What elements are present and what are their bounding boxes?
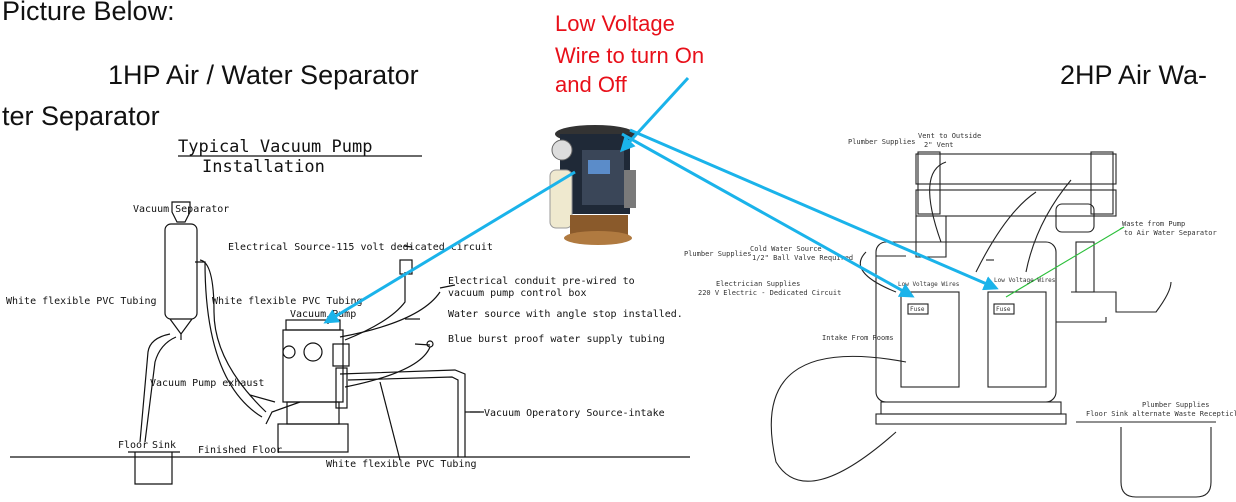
callout-line3: and Off <box>555 72 627 97</box>
right-title-line2: ter Separator <box>2 101 160 131</box>
label-water-source: Water source with angle stop installed. <box>448 309 683 320</box>
label-pump-exhaust: Vacuum Pump exhaust <box>150 378 264 389</box>
callout-line1: Low Voltage <box>555 11 675 36</box>
installation-title-2: Installation <box>202 157 325 177</box>
callout-line2: Wire to turn On <box>555 43 705 68</box>
pump-photo <box>549 125 636 245</box>
label-vacuum-separator: Vacuum Separator <box>133 204 229 215</box>
right-label-cold-3: 1/2" Ball Valve Required <box>752 254 853 262</box>
label-pvc-left: White flexible PVC Tubing <box>6 296 157 307</box>
right-label-intake: Intake From Rooms <box>822 334 894 342</box>
label-vacuum-pump: Vacuum Pump <box>290 309 356 320</box>
right-label-floor-sink-1: Plumber Supplies <box>1142 401 1209 409</box>
right-label-plumber-vent-1: Plumber Supplies <box>848 138 915 146</box>
label-operatory: Vacuum Operatory Source-intake <box>484 408 665 419</box>
label-pvc-mid: White flexible PVC Tubing <box>212 296 363 307</box>
right-label-elec-1: Electrician Supplies <box>716 280 800 288</box>
right-label-lv-left: Low Voltage Wires <box>898 281 960 288</box>
label-blue-burst: Blue burst proof water supply tubing <box>448 334 665 345</box>
right-label-plumber-vent-3: 2" Vent <box>924 141 954 149</box>
label-conduit-2: vacuum pump control box <box>448 288 586 299</box>
right-label-elec-2: 220 V Electric - Dedicated Circuit <box>698 289 841 297</box>
label-electrical-source: Electrical Source-115 volt dedicated cir… <box>228 242 493 253</box>
right-label-fuse-left: Fuse <box>910 306 925 313</box>
right-separator-diagram: Plumber Supplies Vent to Outside 2" Vent… <box>684 132 1236 498</box>
right-label-plumber-vent-2: Vent to Outside <box>918 132 981 140</box>
right-label-waste-1: Waste from Pump <box>1122 220 1185 228</box>
label-conduit-1: Electrical conduit pre-wired to <box>448 276 635 287</box>
picture-below-text: Picture Below: <box>2 0 175 26</box>
right-label-floor-sink-2: Floor Sink alternate Waste Recepticle <box>1086 410 1236 418</box>
right-label-fuse-right: Fuse <box>996 306 1011 313</box>
installation-title-1: Typical Vacuum Pump <box>178 137 372 157</box>
label-sink: Sink <box>152 440 176 451</box>
right-label-lv-right: Low Voltage Wires <box>994 277 1056 284</box>
label-floor: Floor <box>118 440 148 451</box>
right-title-line1: 2HP Air Wa- <box>1060 60 1208 90</box>
right-label-cold-2: Cold Water Source <box>750 245 822 253</box>
right-label-waste-2: to Air Water Separator <box>1124 229 1217 237</box>
left-title: 1HP Air / Water Separator <box>108 60 419 90</box>
label-pvc-bottom: White flexible PVC Tubing <box>326 459 477 470</box>
right-label-cold-1: Plumber Supplies <box>684 250 751 258</box>
label-finished-floor: Finished Floor <box>198 445 282 456</box>
